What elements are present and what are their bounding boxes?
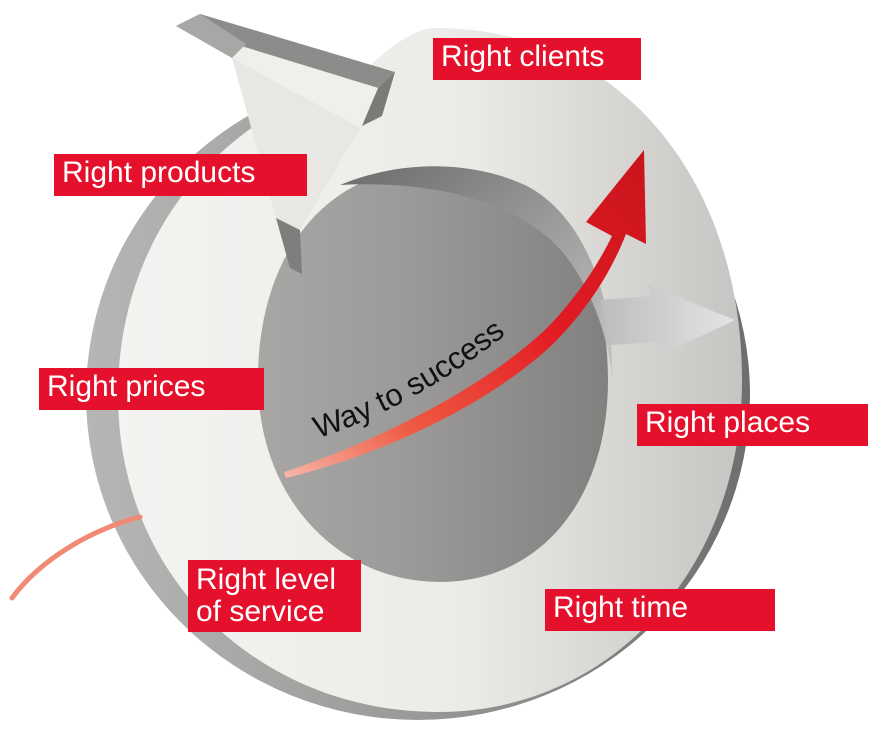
label-right-level-of-service: Right level of service: [188, 560, 361, 632]
label-right-places: Right places: [637, 404, 868, 446]
gray-arrow-icon: [600, 285, 735, 355]
rising-arrow-icon: [284, 150, 646, 478]
success-tail: [9, 514, 143, 601]
label-service-line1: Right level: [196, 563, 337, 596]
label-right-time: Right time: [545, 589, 775, 631]
label-right-products: Right products: [54, 154, 307, 196]
label-service-line2: of service: [196, 595, 325, 628]
inner-rim-shadow: [340, 166, 613, 380]
ring-arrow-head: [176, 14, 395, 274]
label-right-clients: Right clients: [433, 38, 641, 80]
label-right-prices: Right prices: [39, 368, 264, 410]
